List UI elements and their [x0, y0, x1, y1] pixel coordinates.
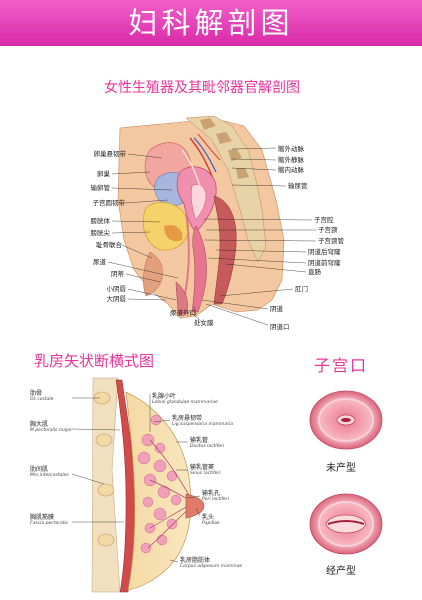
pelvis-label-clitoris: 阴蒂 — [111, 270, 124, 278]
breast-label-pectoralis-major-en: M.pectoralis major — [30, 428, 72, 433]
cervix-parous-illustration — [309, 493, 383, 555]
pelvis-label-anterior-fornix: 阴道前穹窿 — [308, 259, 341, 267]
breast-label-lactiferous-pores-cn: 输乳孔 — [202, 490, 221, 497]
breast-label-adipose-body: 乳房脂肪体 Corpus adiposum mammae — [180, 557, 242, 570]
pelvis-label-pubic-symphysis: 耻骨联合 — [96, 241, 122, 249]
pelvis-label-posterior-fornix: 阴道后穹窿 — [308, 248, 341, 256]
pelvis-label-labia-minora: 小阴唇 — [106, 285, 127, 293]
breast-label-lactiferous-ducts-cn: 输乳管 — [190, 437, 209, 444]
pelvis-label-ovary: 卵巢 — [97, 170, 110, 178]
breast-label-lactiferous-sinus-cn: 输乳管窦 — [190, 464, 215, 471]
breast-label-lactiferous-pores: 输乳孔 Pori lactiferi — [202, 490, 229, 503]
pelvis-label-labia-majora: 大阴唇 — [106, 295, 127, 303]
breast-label-pectoral-fascia-en: Fascia pectoralis — [30, 521, 68, 526]
breast-label-lactiferous-sinus-en: Sinus lactiferi — [190, 471, 221, 476]
breast-label-intercostal: 肋间肌 Mm.intercostales — [30, 466, 69, 479]
pelvis-label-external-iliac-artery: 髂外动脉 — [278, 145, 304, 153]
cervix-section-title: 子宫口 — [314, 356, 369, 375]
page-title: 妇科解剖图 — [128, 6, 294, 40]
title-banner — [0, 0, 422, 46]
breast-label-pectoral-fascia-cn: 胸肌筋膜 — [30, 514, 55, 521]
cervix-caption-nulliparous: 未产型 — [326, 463, 356, 474]
breast-section-title: 乳房矢状断横式图 — [34, 352, 155, 370]
pelvis-label-ovarian-suspensory-ligament: 卵巢悬韧带 — [93, 150, 127, 158]
pelvis-leader-lines — [107, 147, 317, 326]
breast-label-mammary-lobules-cn: 乳腺小叶 — [152, 393, 177, 400]
pelvis-label-bladder-body: 膀胱体 — [90, 217, 111, 225]
pelvis-label-bladder-apex: 膀胱尖 — [90, 229, 111, 237]
breast-label-mammary-lobules-en: Lobuli glandulae mammariae — [152, 400, 218, 405]
pelvis-section-title: 女性生殖器及其毗邻器官解剖图 — [104, 80, 300, 96]
breast-label-adipose-body-cn: 乳房脂肪体 — [180, 557, 211, 564]
breast-label-nipple-cn: 乳头 — [202, 514, 215, 521]
cervix-nulliparous-illustration — [309, 390, 383, 450]
pelvis-label-cervix: 子宫颈 — [318, 226, 338, 234]
pelvis-label-external-urethral-orifice: 尿道外口 — [170, 309, 196, 317]
cervix-caption-parous: 经产型 — [326, 566, 356, 577]
pelvis-label-cervical-canal: 子宫颈管 — [318, 237, 344, 245]
breast-label-suspensory-ligament-cn: 乳房悬韧带 — [172, 415, 203, 422]
breast-label-intercostal-en: Mm.intercostales — [30, 473, 69, 478]
breast-label-pectoralis-major-cn: 胸大肌 — [30, 421, 49, 428]
breast-label-pectoralis-major: 胸大肌 M.pectoralis major — [30, 421, 72, 434]
breast-label-lactiferous-ducts: 输乳管 Ductus lactiferi — [190, 437, 224, 450]
breast-label-rib-cn: 肋骨 — [30, 390, 43, 397]
pelvis-label-anus: 肛门 — [295, 285, 308, 293]
pelvis-label-uterine-cavity: 子宫腔 — [314, 216, 334, 224]
breast-label-lactiferous-pores-en: Pori lactiferi — [202, 497, 229, 502]
pelvis-label-fallopian-tube: 输卵管 — [90, 184, 111, 192]
pelvic-sagittal-illustration — [117, 115, 285, 319]
breast-sagittal-illustration — [71, 377, 205, 593]
breast-label-lactiferous-sinus: 输乳管窦 Sinus lactiferi — [190, 464, 221, 477]
breast-label-pectoral-fascia: 胸肌筋膜 Fascia pectoralis — [30, 514, 68, 527]
pelvis-label-vagina: 阴道 — [270, 305, 283, 313]
breast-label-intercostal-cn: 肋间肌 — [30, 466, 49, 473]
pelvis-label-rectum: 直肠 — [308, 268, 321, 276]
breast-label-suspensory-ligament: 乳房悬韧带 Lig.suspensoria mammaria — [172, 415, 233, 428]
breast-label-rib: 肋骨 Os costale — [30, 390, 53, 403]
pelvis-label-urethra: 尿道 — [93, 258, 106, 266]
breast-label-lactiferous-ducts-en: Ductus lactiferi — [190, 444, 225, 449]
breast-label-suspensory-ligament-en: Lig.suspensoria mammaria — [172, 422, 233, 427]
breast-label-nipple-en: Papillae — [202, 521, 220, 526]
pelvis-label-vaginal-orifice: 阴道口 — [270, 323, 290, 331]
pelvis-label-hymen: 处女膜 — [194, 319, 214, 327]
breast-label-adipose-body-en: Corpus adiposum mammae — [180, 564, 243, 569]
pelvis-label-internal-iliac-artery: 髂内动脉 — [278, 166, 304, 174]
pelvis-label-round-ligament: 子宫圆韧带 — [92, 199, 126, 207]
breast-label-nipple: 乳头 Papillae — [202, 514, 220, 527]
breast-label-mammary-lobules: 乳腺小叶 Lobuli glandulae mammariae — [152, 393, 218, 406]
pelvis-label-external-iliac-vein: 髂外静脉 — [278, 156, 304, 164]
pelvis-label-ureter: 输尿管 — [288, 182, 308, 190]
breast-label-rib-en: Os costale — [30, 397, 54, 402]
